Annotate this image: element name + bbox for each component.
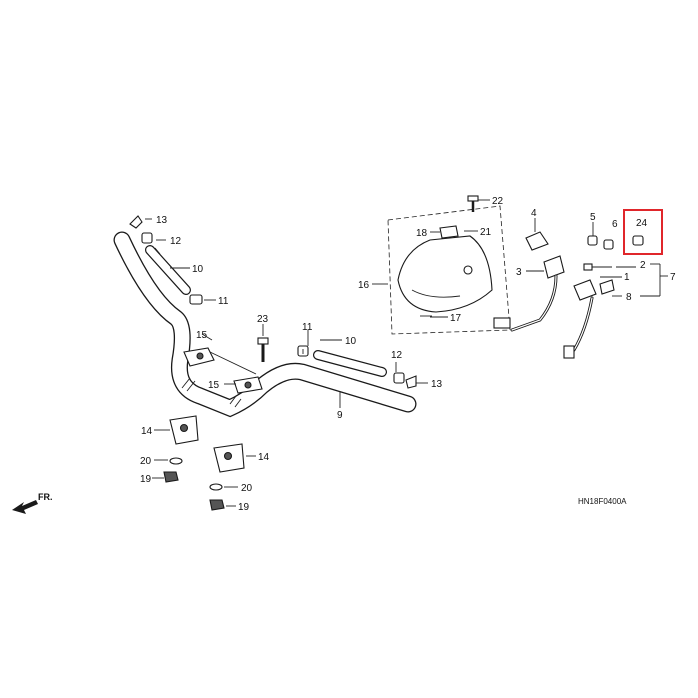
front-label: FR. bbox=[38, 492, 53, 502]
part-label-13[interactable]: 13 bbox=[156, 215, 168, 226]
part-label-17[interactable]: 17 bbox=[450, 313, 462, 324]
part-label-7[interactable]: 7 bbox=[670, 272, 676, 283]
part-label-23[interactable]: 23 bbox=[257, 314, 269, 325]
switch-harness-right[interactable] bbox=[563, 263, 615, 359]
handlebar-part[interactable] bbox=[113, 231, 417, 418]
part-label-15[interactable]: 15 bbox=[196, 330, 208, 341]
part-label-1[interactable]: 1 bbox=[624, 272, 630, 283]
handlebar-cover[interactable] bbox=[387, 205, 511, 335]
part-label-3[interactable]: 3 bbox=[516, 267, 522, 278]
leader-lines bbox=[145, 199, 668, 507]
part-label-20[interactable]: 20 bbox=[241, 483, 253, 494]
part-label-14[interactable]: 14 bbox=[258, 452, 270, 463]
part-label-12[interactable]: 12 bbox=[170, 236, 182, 247]
part-label-2[interactable]: 2 bbox=[640, 260, 646, 271]
right-grip-group[interactable] bbox=[297, 345, 417, 389]
cap-24[interactable] bbox=[632, 235, 644, 246]
lower-holder-parts[interactable] bbox=[163, 415, 245, 511]
part-label-6[interactable]: 6 bbox=[612, 219, 618, 230]
part-label-21[interactable]: 21 bbox=[480, 227, 492, 238]
part-label-11[interactable]: 11 bbox=[218, 296, 229, 307]
screw-22[interactable] bbox=[467, 195, 479, 212]
part-label-18[interactable]: 18 bbox=[416, 228, 428, 239]
cap-6[interactable] bbox=[603, 239, 614, 250]
part-label-16[interactable]: 16 bbox=[358, 280, 370, 291]
part-label-11[interactable]: 11 bbox=[302, 322, 313, 333]
part-label-22[interactable]: 22 bbox=[492, 196, 504, 207]
front-arrow-icon bbox=[12, 500, 38, 514]
part-label-19[interactable]: 19 bbox=[140, 474, 152, 485]
part-label-5[interactable]: 5 bbox=[590, 212, 596, 223]
part-label-8[interactable]: 8 bbox=[626, 292, 632, 303]
part-label-13[interactable]: 13 bbox=[431, 379, 443, 390]
part-label-24[interactable]: 24 bbox=[636, 218, 648, 229]
upper-holder-parts[interactable] bbox=[183, 347, 263, 394]
part-label-10[interactable]: 10 bbox=[345, 336, 357, 347]
part-label-14[interactable]: 14 bbox=[141, 426, 153, 437]
part-label-12[interactable]: 12 bbox=[391, 350, 403, 361]
bolt-23[interactable] bbox=[257, 324, 269, 362]
part-label-19[interactable]: 19 bbox=[238, 502, 250, 513]
highlight-box bbox=[623, 209, 663, 255]
part-label-4[interactable]: 4 bbox=[531, 208, 537, 219]
left-grip-group[interactable] bbox=[129, 215, 203, 305]
switch-harness-left[interactable] bbox=[493, 231, 565, 332]
part-label-10[interactable]: 10 bbox=[192, 264, 204, 275]
cap-5[interactable] bbox=[587, 235, 598, 246]
part-label-20[interactable]: 20 bbox=[140, 456, 152, 467]
part-label-9[interactable]: 9 bbox=[337, 410, 343, 421]
part-label-15[interactable]: 15 bbox=[208, 380, 220, 391]
diagram-code: HN18F0400A bbox=[578, 497, 627, 506]
